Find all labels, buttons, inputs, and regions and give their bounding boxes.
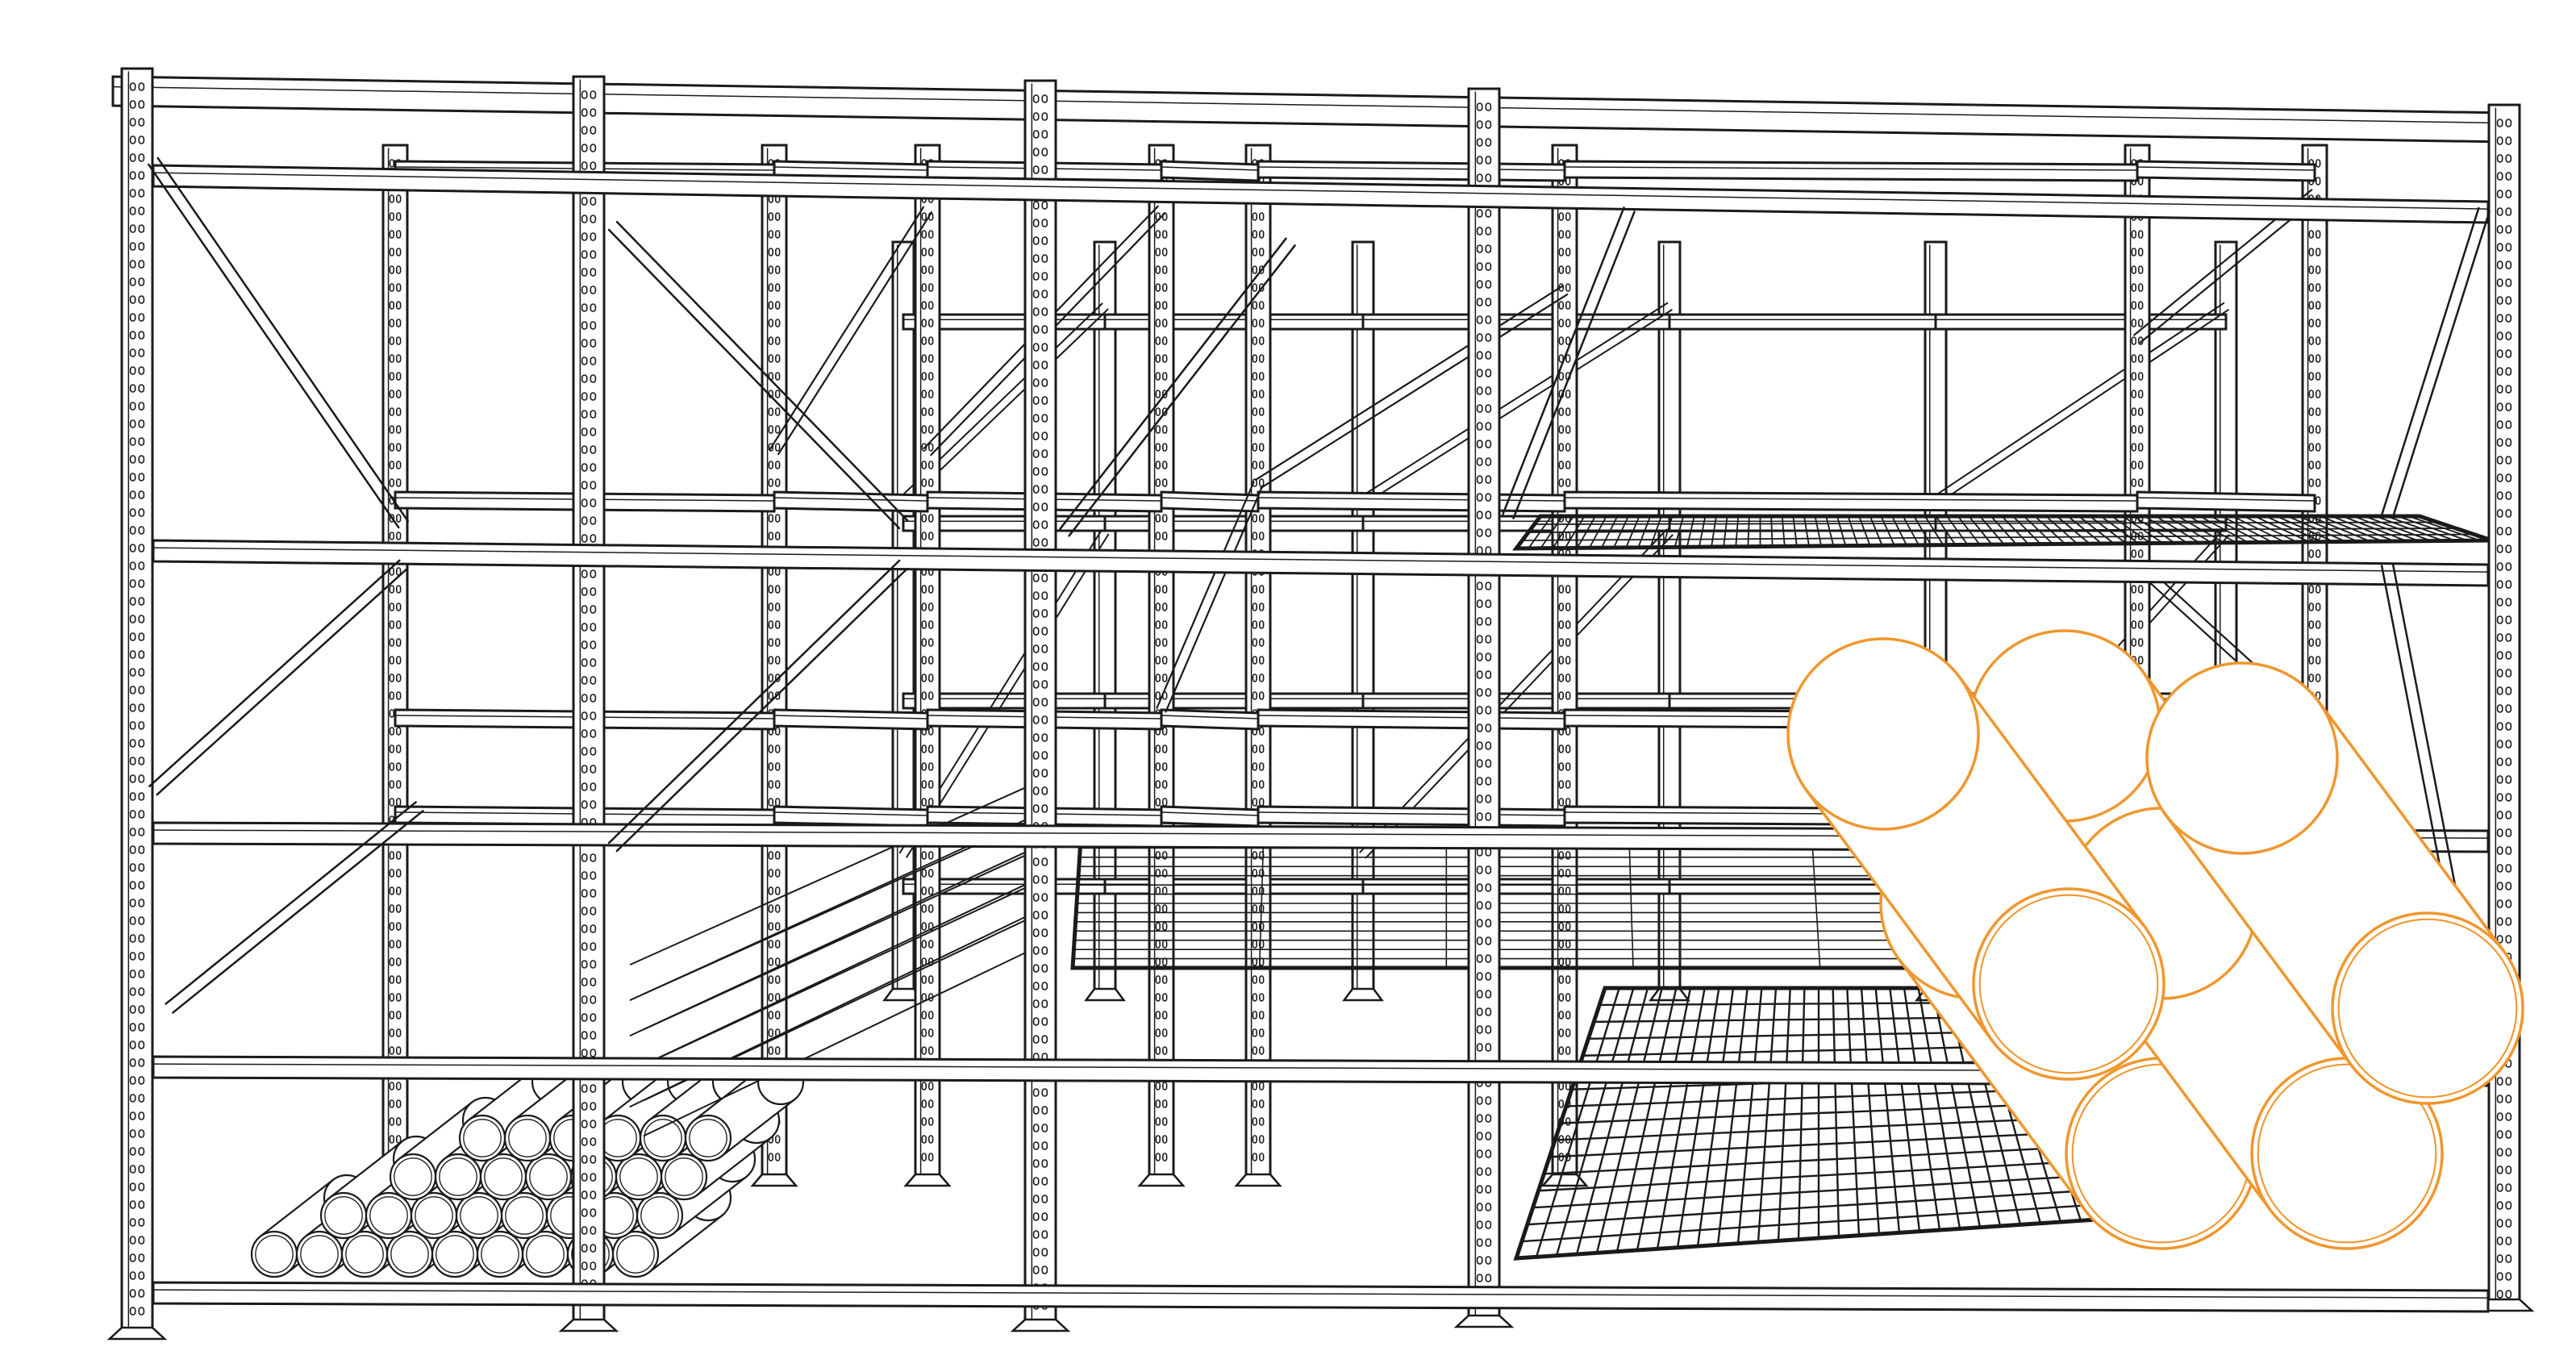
front-brace [165, 801, 424, 1014]
middle-beam [1257, 708, 1566, 731]
front-brace [2381, 206, 2491, 519]
front-upright [1453, 87, 1515, 1328]
middle-beam [773, 805, 929, 828]
middle-beam [1563, 160, 2139, 182]
front-beam-level-1 [152, 164, 2490, 224]
middle-beam [1257, 160, 1566, 182]
front-brace [607, 220, 909, 530]
middle-beam [1160, 490, 1260, 513]
front-top-beam [111, 75, 2510, 144]
middle-beam [1160, 708, 1260, 731]
front-upright [2474, 103, 2535, 1312]
middle-upright [1234, 144, 1282, 1187]
far-beam [1934, 313, 2228, 331]
highlighted-pipe [1786, 637, 2165, 1081]
far-brace [1359, 528, 1674, 859]
far-upright [882, 240, 924, 1002]
middle-beam [2136, 160, 2316, 182]
front-upright [558, 75, 619, 1332]
front-beam-level-2 [152, 539, 2490, 587]
ground-wire-deck [1513, 986, 2124, 1261]
highlighted-pipe-stack [1786, 629, 2524, 1250]
middle-beam [1563, 490, 2139, 513]
front-beam-level-5 [152, 1281, 2490, 1313]
far-beam [1668, 313, 1937, 331]
front-brace [607, 559, 909, 853]
far-beam [1361, 878, 1671, 895]
small-pipe-stack [250, 782, 1048, 1278]
highlighted-pipe [2145, 661, 2524, 1105]
middle-beam [1257, 805, 1566, 828]
far-brace [1360, 302, 1673, 505]
front-brace [1059, 237, 1296, 537]
middle-brace [1156, 481, 1264, 713]
middle-beam [1257, 490, 1566, 513]
middle-beam [1160, 160, 1260, 182]
middle-beam [773, 708, 929, 731]
middle-upright [1540, 144, 1589, 1187]
front-beam-level-4 [152, 1055, 2490, 1087]
middle-upright [750, 144, 798, 1187]
front-upright [1010, 79, 1071, 1332]
middle-upright [1137, 144, 1186, 1187]
long-pipe [629, 815, 1048, 1031]
far-beam [1103, 878, 1365, 895]
front-brace [1502, 206, 1636, 519]
front-brace [147, 156, 410, 529]
front-rack-row [106, 67, 2535, 1341]
far-brace [1932, 302, 2229, 505]
middle-beam [773, 490, 929, 513]
middle-upright [371, 144, 419, 1187]
middle-brace [1254, 285, 1569, 490]
front-brace [148, 559, 408, 796]
far-beam [1361, 692, 1671, 710]
middle-beam [1160, 805, 1260, 828]
middle-beam [2136, 490, 2316, 513]
front-upright [106, 67, 168, 1341]
far-beam [1103, 692, 1365, 710]
far-beam [1103, 313, 1365, 331]
